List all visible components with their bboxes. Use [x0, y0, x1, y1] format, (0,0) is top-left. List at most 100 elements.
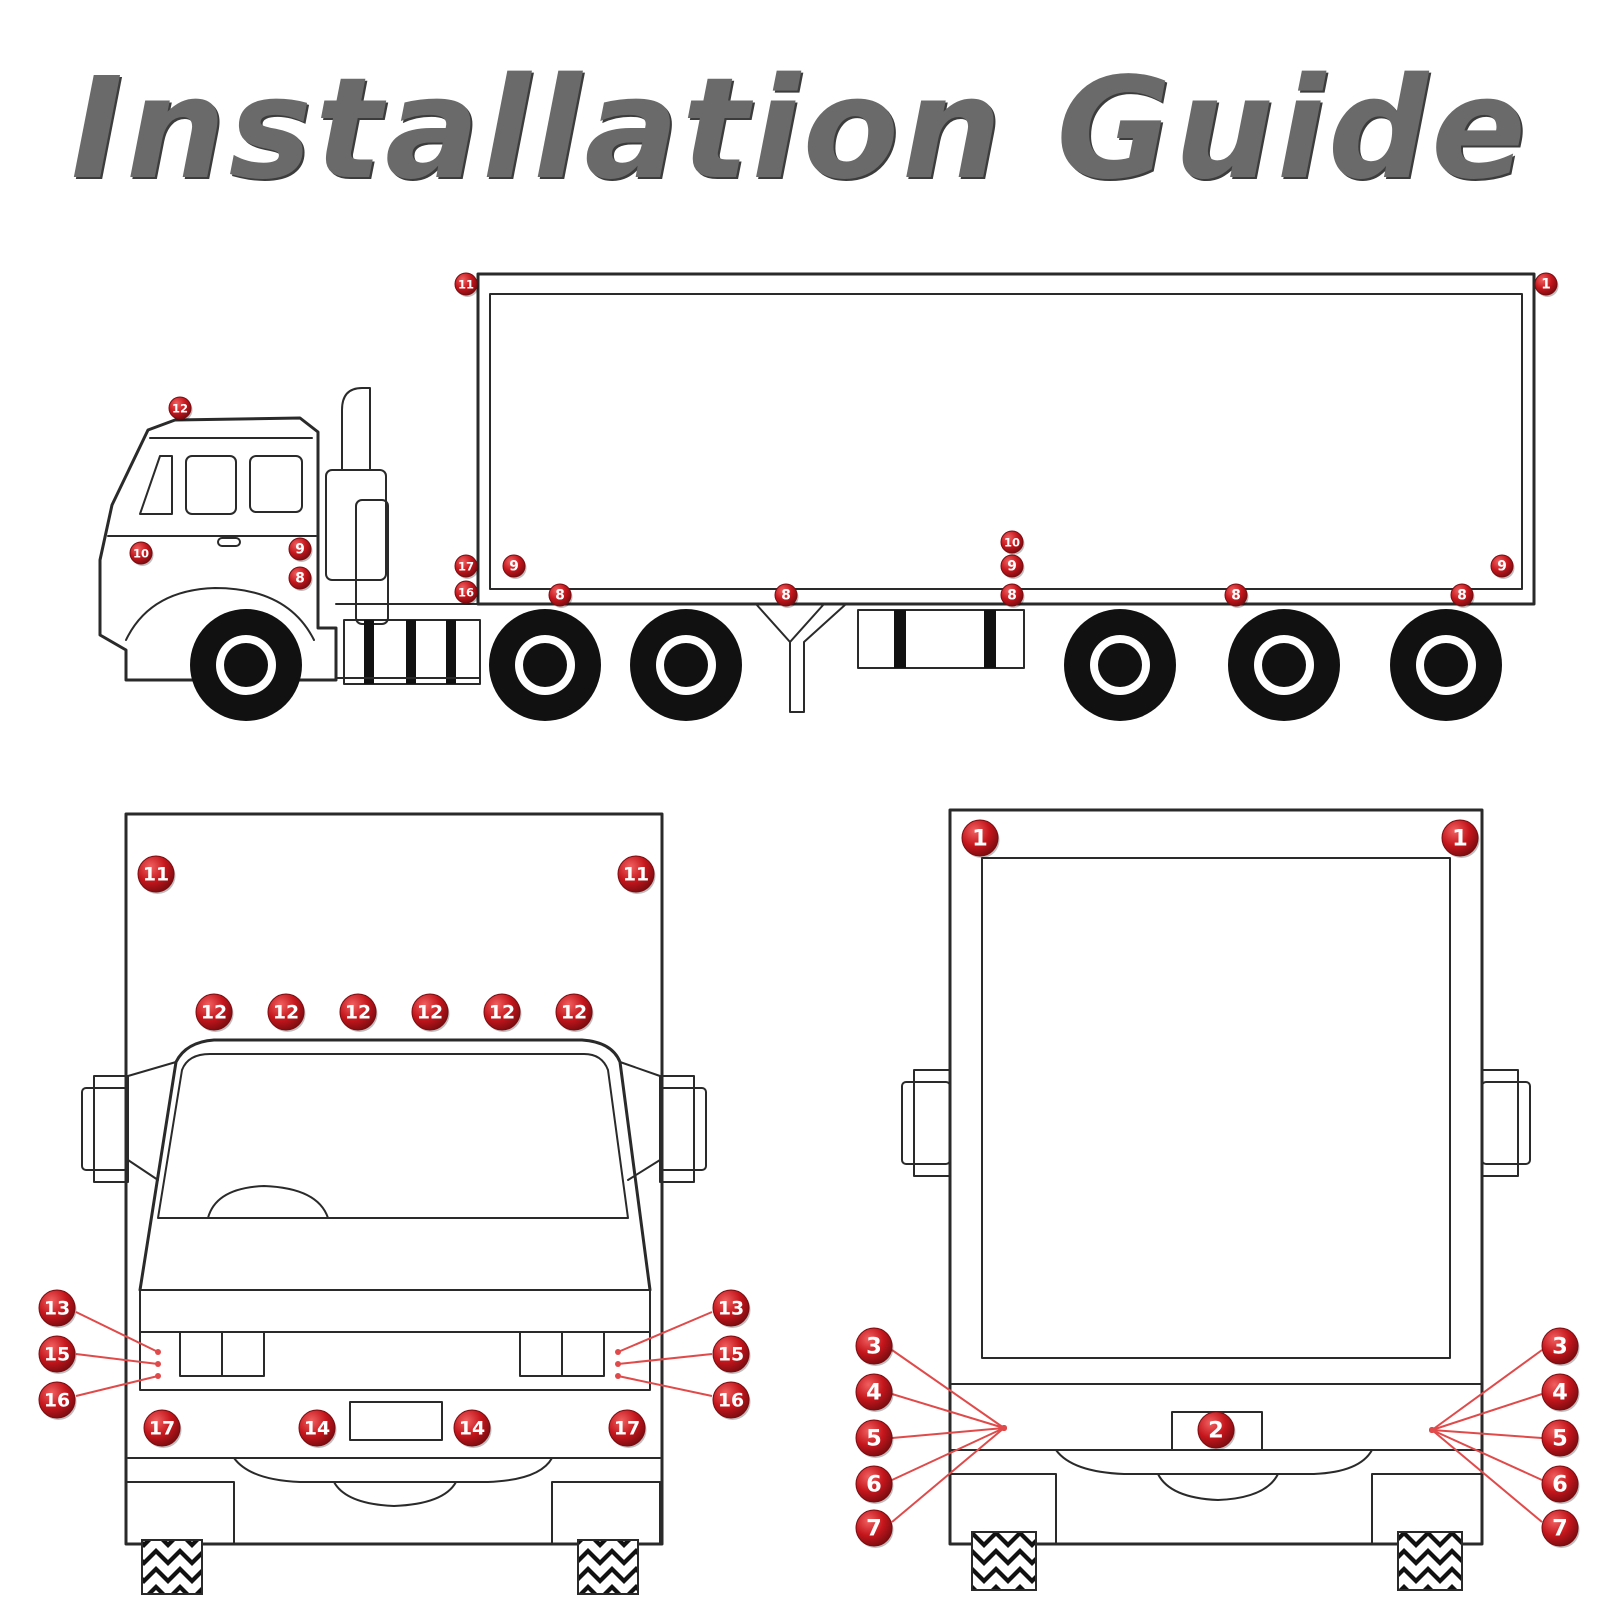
- wheel-cap: [1098, 643, 1142, 687]
- marker-label: 17: [458, 560, 474, 574]
- marker-6: 6: [1541, 1465, 1580, 1504]
- marker-12: 12: [555, 993, 594, 1032]
- marker-label: 13: [44, 1298, 70, 1320]
- marker-circle: [855, 1509, 893, 1547]
- fuel-tank-strap: [406, 620, 416, 684]
- marker-label: 7: [866, 1516, 882, 1542]
- light-point: [615, 1373, 621, 1379]
- marker-8: 8: [1450, 583, 1475, 608]
- marker-9: 9: [1490, 554, 1515, 579]
- marker-4: 4: [1541, 1373, 1580, 1412]
- headlight-right-2: [561, 1331, 605, 1377]
- leader-line: [617, 1311, 713, 1353]
- marker-11: 11: [454, 272, 479, 297]
- headlight-left: [179, 1331, 223, 1377]
- air-intake: [355, 499, 389, 625]
- marker-label: 14: [459, 1418, 485, 1440]
- marker-label: 14: [304, 1418, 330, 1440]
- marker-16: 16: [38, 1381, 77, 1420]
- light-point: [155, 1361, 161, 1367]
- marker-circle: [454, 580, 478, 604]
- marker-14: 14: [298, 1409, 337, 1448]
- marker-circle: [1541, 1465, 1579, 1503]
- marker-8: 8: [1000, 583, 1025, 608]
- marker-circle: [1000, 583, 1024, 607]
- leader-line: [891, 1427, 1005, 1481]
- marker-label: 11: [458, 278, 474, 292]
- marker-label: 12: [345, 1002, 371, 1024]
- marker-9: 9: [502, 554, 527, 579]
- marker-8: 8: [1224, 583, 1249, 608]
- marker-label: 16: [458, 586, 474, 600]
- rear-differential: [1157, 1473, 1279, 1501]
- marker-label: 8: [781, 588, 791, 604]
- marker-9: 9: [1000, 554, 1025, 579]
- marker-label: 16: [44, 1390, 70, 1412]
- rear-left-mirror-bracket: [913, 1069, 951, 1177]
- marker-circle: [712, 1381, 750, 1419]
- marker-label: 12: [489, 1002, 515, 1024]
- rear-left-mirror: [901, 1081, 951, 1165]
- marker-circle: [555, 993, 593, 1031]
- trailer-body: [476, 272, 1536, 606]
- marker-circle: [298, 1409, 336, 1447]
- leader-line: [891, 1349, 1005, 1429]
- front-cab: [138, 1038, 652, 1292]
- landing-gear: [755, 603, 847, 713]
- marker-circle: [1541, 1373, 1579, 1411]
- wheel-cap: [224, 643, 268, 687]
- leader-line: [891, 1393, 1005, 1429]
- light-point: [1001, 1425, 1007, 1431]
- marker-circle: [1441, 819, 1479, 857]
- marker-label: 8: [1007, 588, 1017, 604]
- leader-line: [75, 1375, 159, 1397]
- marker-circle: [267, 993, 305, 1031]
- marker-circle: [1224, 583, 1248, 607]
- marker-13: 13: [712, 1289, 751, 1328]
- marker-circle: [411, 993, 449, 1031]
- marker-1: 1: [961, 819, 1000, 858]
- marker-label: 11: [143, 864, 169, 886]
- leader-line: [617, 1353, 713, 1365]
- marker-circle: [288, 537, 312, 561]
- rear-right-mirror: [1481, 1081, 1531, 1165]
- marker-9: 9: [288, 537, 313, 562]
- marker-7: 7: [1541, 1509, 1580, 1548]
- marker-2: 2: [1197, 1411, 1236, 1450]
- marker-5: 5: [855, 1419, 894, 1458]
- rear-right-mudflap: [1397, 1531, 1463, 1591]
- marker-circle: [38, 1335, 76, 1373]
- marker-circle: [483, 993, 521, 1031]
- marker-16: 16: [454, 580, 479, 605]
- front-bumper-upper: [139, 1289, 651, 1333]
- marker-label: 11: [623, 864, 649, 886]
- marker-label: 3: [1552, 1334, 1568, 1360]
- marker-circle: [1541, 1509, 1579, 1547]
- marker-label: 12: [172, 402, 188, 416]
- marker-8: 8: [548, 583, 573, 608]
- marker-label: 6: [866, 1472, 882, 1498]
- exhaust-stack: [341, 387, 371, 471]
- fuel-tank-strap: [446, 620, 456, 684]
- marker-17: 17: [608, 1409, 647, 1448]
- trailer-side-box: [857, 609, 1025, 669]
- marker-15: 15: [712, 1335, 751, 1374]
- front-wheel-wells: [125, 1481, 661, 1545]
- wiper-arc: [207, 1185, 329, 1219]
- marker-5: 5: [1541, 1419, 1580, 1458]
- marker-circle: [1541, 1327, 1579, 1365]
- marker-label: 1: [972, 826, 988, 852]
- rear-left-mudflap: [971, 1531, 1037, 1591]
- marker-circle: [502, 554, 526, 578]
- marker-circle: [454, 554, 478, 578]
- right-mirror: [659, 1087, 707, 1171]
- light-point: [1429, 1427, 1435, 1433]
- left-mirror-bracket: [93, 1075, 129, 1183]
- marker-circle: [454, 272, 478, 296]
- marker-circle: [339, 993, 377, 1031]
- marker-label: 12: [273, 1002, 299, 1024]
